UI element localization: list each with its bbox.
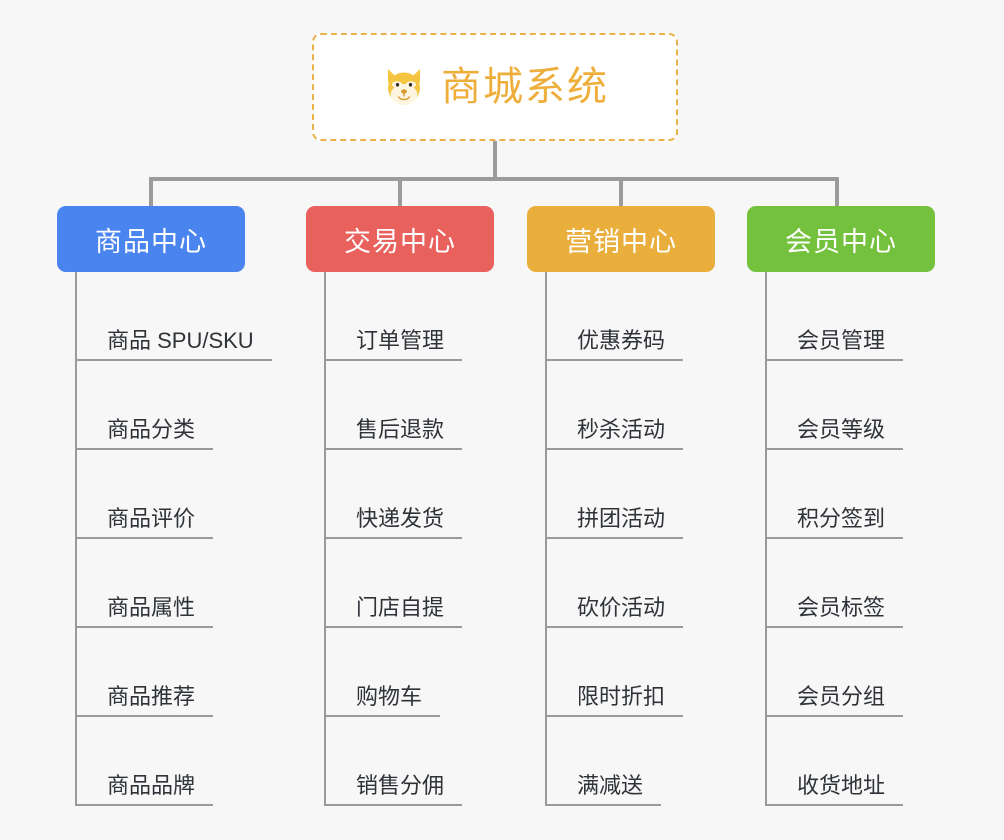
- leaf-item[interactable]: 快递发货: [324, 450, 494, 539]
- leaf-item[interactable]: 商品 SPU/SKU: [75, 272, 272, 361]
- root-title: 商城系统: [441, 65, 609, 109]
- leaf-label: 销售分佣: [324, 773, 463, 806]
- category-header-3[interactable]: 会员中心: [747, 206, 935, 272]
- leaf-label: 会员分组: [765, 684, 904, 717]
- connector-drop-0: [149, 177, 153, 207]
- leaf-item[interactable]: 购物车: [324, 628, 494, 717]
- leaf-label: 门店自提: [324, 595, 463, 628]
- category-header-0[interactable]: 商品中心: [57, 206, 245, 272]
- connector-bus: [149, 177, 839, 181]
- category-column-1: 交易中心 订单管理 售后退款 快递发货 门店自提 购物车 销售分佣: [306, 206, 494, 806]
- leaf-label: 商品 SPU/SKU: [75, 328, 272, 361]
- leaf-item[interactable]: 砍价活动: [545, 539, 715, 628]
- leaf-item[interactable]: 会员等级: [765, 361, 935, 450]
- leaf-label: 秒杀活动: [545, 417, 684, 450]
- leaf-item[interactable]: 商品属性: [75, 539, 245, 628]
- leaf-label: 商品评价: [75, 506, 214, 539]
- leaf-item[interactable]: 会员分组: [765, 628, 935, 717]
- leaf-item[interactable]: 收货地址: [765, 717, 935, 806]
- leaf-item[interactable]: 商品评价: [75, 450, 245, 539]
- category-column-0: 商品中心 商品 SPU/SKU 商品分类 商品评价 商品属性 商品推荐 商品品牌: [57, 206, 272, 806]
- leaf-label: 商品分类: [75, 417, 214, 450]
- leaf-label: 限时折扣: [545, 684, 684, 717]
- leaf-item[interactable]: 限时折扣: [545, 628, 715, 717]
- leaf-item[interactable]: 销售分佣: [324, 717, 494, 806]
- leaf-label: 商品属性: [75, 595, 214, 628]
- category-column-2: 营销中心 优惠券码 秒杀活动 拼团活动 砍价活动 限时折扣 满减送: [527, 206, 715, 806]
- leaf-label: 购物车: [324, 684, 441, 717]
- leaf-item[interactable]: 满减送: [545, 717, 715, 806]
- leaf-label: 快递发货: [324, 506, 463, 539]
- leaf-list-0: 商品 SPU/SKU 商品分类 商品评价 商品属性 商品推荐 商品品牌: [75, 272, 272, 806]
- connector-stem: [493, 141, 497, 179]
- category-header-2[interactable]: 营销中心: [527, 206, 715, 272]
- leaf-item[interactable]: 门店自提: [324, 539, 494, 628]
- leaf-label: 优惠券码: [545, 328, 684, 361]
- leaf-label: 满减送: [545, 773, 662, 806]
- shiba-dog-icon: [381, 64, 427, 110]
- leaf-label: 积分签到: [765, 506, 904, 539]
- leaf-label: 商品推荐: [75, 684, 214, 717]
- leaf-label: 收货地址: [765, 773, 904, 806]
- category-column-3: 会员中心 会员管理 会员等级 积分签到 会员标签 会员分组 收货地址: [747, 206, 935, 806]
- leaf-item[interactable]: 商品品牌: [75, 717, 245, 806]
- leaf-label: 砍价活动: [545, 595, 684, 628]
- leaf-label: 售后退款: [324, 417, 463, 450]
- leaf-item[interactable]: 积分签到: [765, 450, 935, 539]
- leaf-item[interactable]: 售后退款: [324, 361, 494, 450]
- leaf-label: 订单管理: [324, 328, 463, 361]
- category-label-1: 交易中心: [344, 226, 456, 257]
- leaf-item[interactable]: 优惠券码: [545, 272, 715, 361]
- category-label-2: 营销中心: [565, 226, 677, 257]
- leaf-label: 商品品牌: [75, 773, 214, 806]
- leaf-item[interactable]: 秒杀活动: [545, 361, 715, 450]
- connector-drop-2: [619, 177, 623, 207]
- category-label-0: 商品中心: [95, 226, 207, 257]
- leaf-item[interactable]: 会员管理: [765, 272, 935, 361]
- leaf-item[interactable]: 拼团活动: [545, 450, 715, 539]
- connector-drop-3: [835, 177, 839, 207]
- leaf-label: 会员管理: [765, 328, 904, 361]
- category-label-3: 会员中心: [785, 226, 897, 257]
- leaf-item[interactable]: 会员标签: [765, 539, 935, 628]
- root-node[interactable]: 商城系统: [312, 33, 678, 141]
- connector-drop-1: [398, 177, 402, 207]
- leaf-item[interactable]: 商品推荐: [75, 628, 245, 717]
- leaf-label: 会员等级: [765, 417, 904, 450]
- leaf-item[interactable]: 订单管理: [324, 272, 494, 361]
- category-header-1[interactable]: 交易中心: [306, 206, 494, 272]
- leaf-label: 会员标签: [765, 595, 904, 628]
- leaf-label: 拼团活动: [545, 506, 684, 539]
- leaf-list-2: 优惠券码 秒杀活动 拼团活动 砍价活动 限时折扣 满减送: [545, 272, 715, 806]
- leaf-list-3: 会员管理 会员等级 积分签到 会员标签 会员分组 收货地址: [765, 272, 935, 806]
- leaf-list-1: 订单管理 售后退款 快递发货 门店自提 购物车 销售分佣: [324, 272, 494, 806]
- leaf-item[interactable]: 商品分类: [75, 361, 245, 450]
